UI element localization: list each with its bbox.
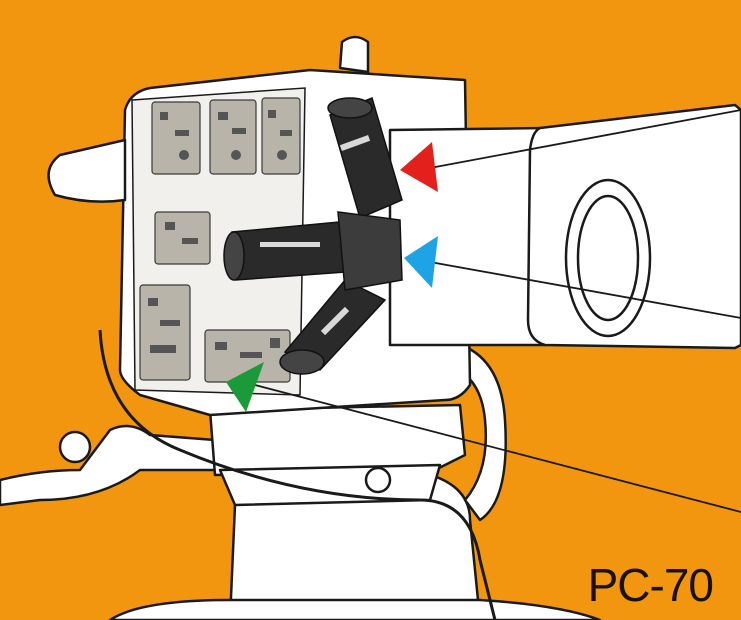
board-components	[148, 110, 292, 358]
model-label: PC-70	[587, 559, 714, 611]
tilt-knob	[364, 466, 392, 494]
rear-cowl	[47, 138, 127, 203]
pointer-line-blue	[429, 261, 741, 319]
lens-front-inner	[576, 194, 640, 322]
handle-loop	[428, 338, 507, 522]
board-5	[139, 284, 191, 381]
red-marker-icon	[400, 142, 438, 192]
cable	[98, 329, 497, 620]
pointer-line-green	[254, 384, 741, 513]
pedestal-skirt	[108, 598, 602, 620]
pickup-tube-middle	[231, 221, 346, 281]
prism-highlights	[260, 135, 371, 336]
pan-bar-knob	[58, 430, 92, 464]
blue-marker-icon	[404, 236, 438, 288]
prism-assembly	[223, 96, 403, 375]
board-2	[209, 99, 257, 175]
pointer-line-red	[429, 109, 741, 169]
prism-block	[337, 211, 403, 291]
pan-bar	[0, 424, 217, 507]
pointer-lines	[254, 109, 741, 513]
top-handle	[338, 35, 370, 74]
green-marker-icon	[226, 362, 264, 412]
board-1	[151, 101, 201, 175]
